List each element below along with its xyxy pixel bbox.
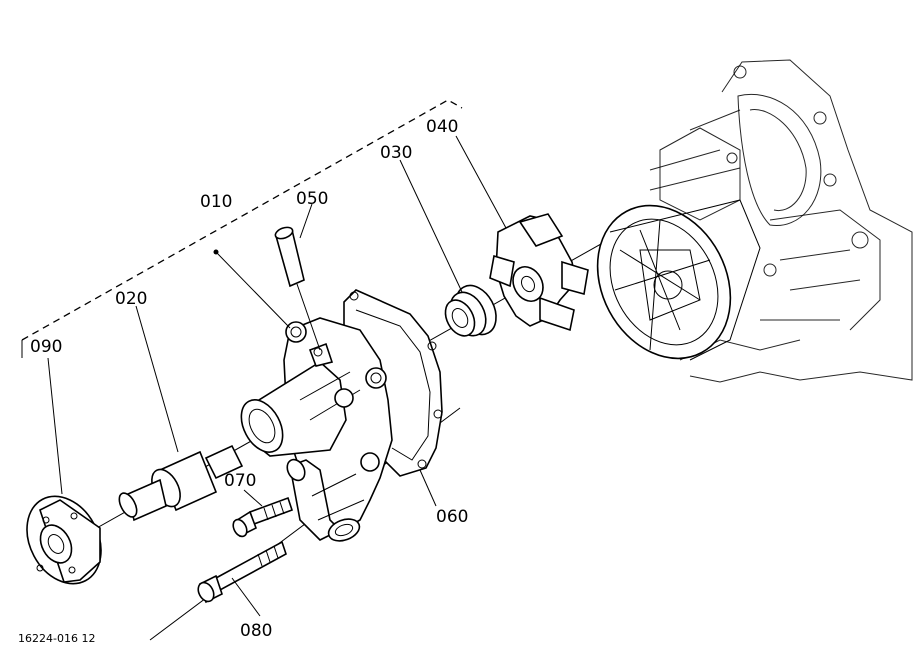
bolt-080: [197, 540, 287, 604]
pulley-flange-090: [26, 495, 102, 585]
callout-080: 080: [240, 621, 272, 641]
callout-010: 010: [200, 192, 232, 212]
callout-labels: 010 020 030 040 050 060 070 080 090: [30, 117, 468, 641]
mechanical-seal-030: [444, 284, 497, 337]
pipe-050: [274, 226, 321, 351]
bearing-020: [118, 444, 244, 522]
callout-060: 060: [436, 507, 468, 527]
engine-housing: [649, 59, 913, 383]
callout-050: 050: [296, 189, 328, 209]
engine-pump-flange: [596, 199, 761, 361]
callout-040: 040: [426, 117, 458, 137]
pump-body-010: [240, 317, 393, 542]
callout-090: 090: [30, 337, 62, 357]
figure-code: 16224-016 12: [18, 632, 95, 645]
assembly-bracket: [21, 99, 463, 358]
callout-020: 020: [115, 289, 147, 309]
impeller-040: [489, 213, 589, 332]
callout-070: 070: [224, 471, 256, 491]
callout-030: 030: [380, 143, 412, 163]
leader-lines: [47, 135, 507, 617]
bolt-070: [232, 496, 294, 538]
